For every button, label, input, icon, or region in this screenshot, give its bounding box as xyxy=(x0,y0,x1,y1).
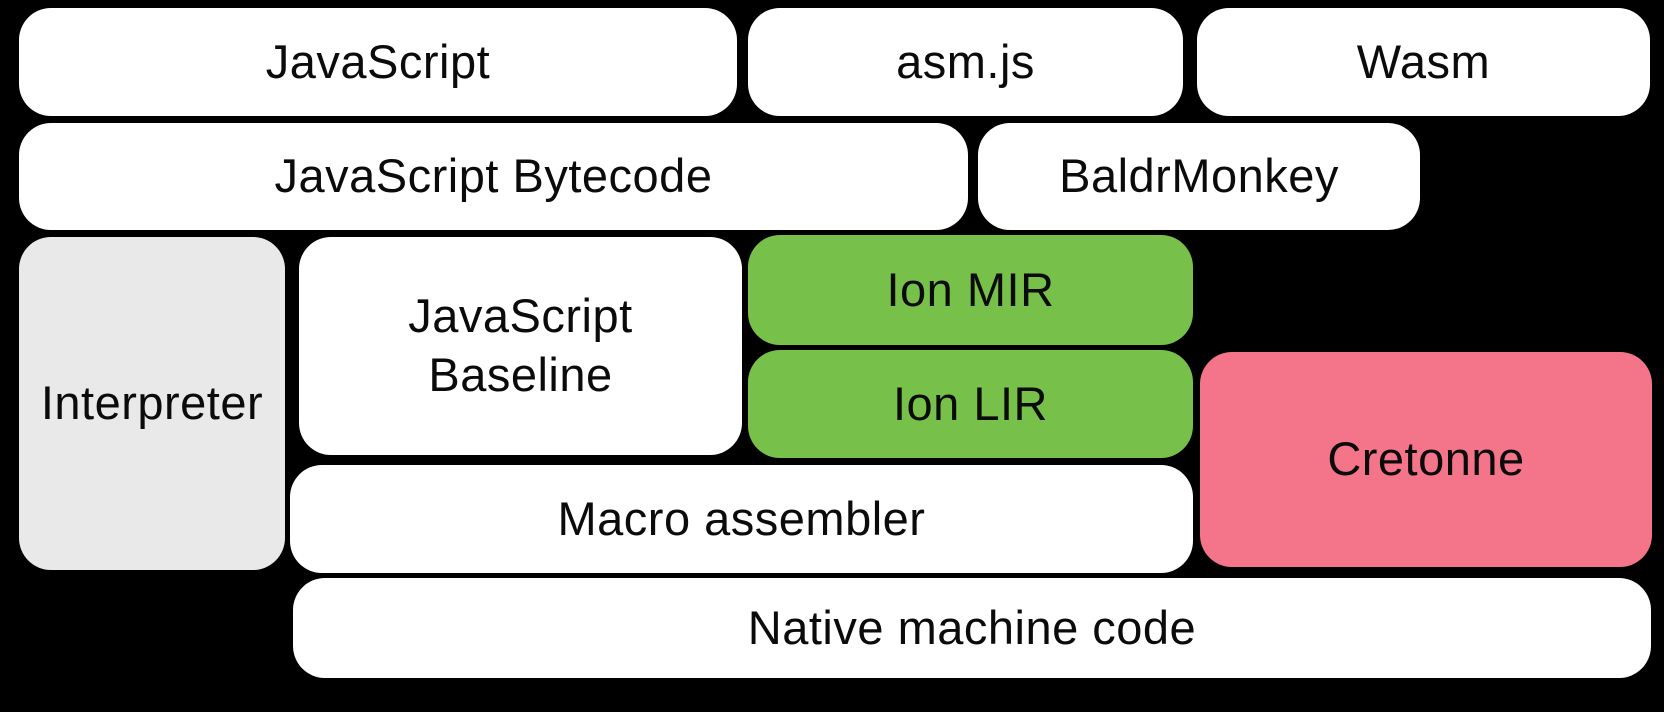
box-ion-mir-label: Ion MIR xyxy=(886,262,1055,316)
box-javascript-bytecode-label: JavaScript Bytecode xyxy=(274,149,713,203)
box-asmjs: asm.js xyxy=(748,8,1183,116)
box-baldrmonkey-label: BaldrMonkey xyxy=(1059,149,1339,203)
box-javascript: JavaScript xyxy=(19,8,737,116)
box-javascript-baseline: JavaScript Baseline xyxy=(299,237,742,455)
box-baldrmonkey: BaldrMonkey xyxy=(978,123,1420,230)
box-native-machine-code: Native machine code xyxy=(293,578,1651,678)
box-cretonne-label: Cretonne xyxy=(1327,432,1525,486)
box-ion-mir: Ion MIR xyxy=(748,235,1193,345)
box-javascript-bytecode: JavaScript Bytecode xyxy=(19,123,968,230)
box-interpreter-label: Interpreter xyxy=(40,376,264,430)
box-cretonne: Cretonne xyxy=(1200,352,1652,567)
box-macro-assembler-label: Macro assembler xyxy=(557,491,926,545)
box-wasm-label: Wasm xyxy=(1356,34,1491,88)
box-ion-lir-label: Ion LIR xyxy=(892,376,1049,430)
box-javascript-label: JavaScript xyxy=(265,34,491,88)
box-ion-lir: Ion LIR xyxy=(748,350,1193,458)
box-javascript-baseline-label: JavaScript Baseline xyxy=(408,289,633,401)
box-native-machine-code-label: Native machine code xyxy=(747,600,1197,654)
box-wasm: Wasm xyxy=(1197,8,1650,116)
box-macro-assembler: Macro assembler xyxy=(290,465,1193,573)
box-interpreter: Interpreter xyxy=(19,237,285,570)
box-asmjs-label: asm.js xyxy=(896,34,1035,88)
